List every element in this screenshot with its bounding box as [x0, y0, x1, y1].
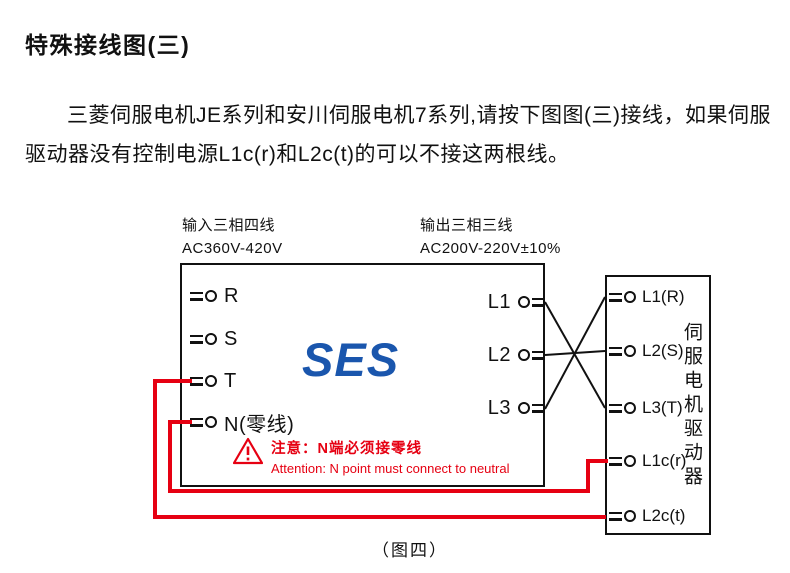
terminal-circle-icon: [518, 296, 530, 308]
servo-driver-box: [605, 275, 711, 535]
body-paragraph: 三菱伺服电机JE系列和安川伺服电机7系列,请按下图图(三)接线，如果伺服驱动器没…: [25, 104, 772, 166]
terminal-circle-icon: [624, 455, 636, 467]
figure-caption: （图四）: [372, 541, 448, 560]
warning-text-en: Attention: N point must connect to neutr…: [271, 461, 510, 476]
terminal-bars-icon: [532, 297, 545, 307]
terminal-bars-icon: [609, 511, 622, 521]
terminal-L1c: L1c(r): [609, 450, 686, 472]
terminal-circle-icon: [205, 333, 217, 345]
terminal-bars-icon: [532, 403, 545, 413]
terminal-N: N(零线): [190, 411, 294, 436]
terminal-label-T: T: [224, 369, 237, 392]
terminal-L3T: L3(T): [609, 397, 683, 419]
terminal-bars-icon: [532, 350, 545, 360]
terminal-L1R: L1(R): [609, 286, 685, 308]
terminal-label-N: N(零线): [224, 413, 295, 436]
terminal-circle-icon: [205, 375, 217, 387]
terminal-L1: L1: [488, 291, 545, 313]
page-title: 特殊接线图(三): [25, 32, 191, 58]
terminal-bars-icon: [609, 346, 622, 356]
input-spec-line2: AC360V-420V: [182, 240, 283, 257]
terminal-label-L3T: L3(T): [642, 398, 683, 417]
terminal-circle-icon: [205, 416, 217, 428]
terminal-label-L3: L3: [487, 396, 511, 419]
output-spec-line2: AC200V-220V±10%: [420, 240, 561, 257]
warning-text: 注意：N端必须接零线 Attention: N point must conne…: [271, 437, 509, 476]
terminal-label-L1: L1: [487, 290, 511, 313]
output-spec-line1: 输出三相三线: [420, 217, 514, 234]
terminal-label-L1c: L1c(r): [642, 451, 687, 470]
wire-l1-to-l3t: [544, 301, 606, 409]
terminal-label-R: R: [224, 284, 239, 307]
terminal-bars-icon: [609, 403, 622, 413]
input-spec-label: 输入三相四线 AC360V-420V: [182, 214, 283, 260]
input-spec-line1: 输入三相四线: [182, 217, 276, 234]
warning-note: 注意：N端必须接零线 Attention: N point must conne…: [233, 437, 509, 476]
terminal-label-S: S: [224, 327, 238, 350]
terminal-circle-icon: [624, 345, 636, 357]
ses-logo: SES: [302, 333, 400, 386]
terminal-circle-icon: [624, 402, 636, 414]
terminal-circle-icon: [205, 290, 217, 302]
terminal-label-L1R: L1(R): [642, 287, 685, 306]
terminal-R: R: [190, 285, 239, 307]
terminal-S: S: [190, 328, 238, 350]
terminal-L3: L3: [488, 397, 545, 419]
terminal-bars-icon: [609, 456, 622, 466]
warning-text-cn: 注意：N端必须接零线: [271, 441, 422, 457]
terminal-label-L2c: L2c(t): [642, 506, 686, 525]
terminal-bars-icon: [190, 334, 203, 344]
output-spec-label: 输出三相三线 AC200V-220V±10%: [420, 214, 561, 260]
terminal-L2: L2: [488, 344, 545, 366]
terminal-bars-icon: [609, 292, 622, 302]
terminal-circle-icon: [624, 510, 636, 522]
terminal-L2c: L2c(t): [609, 505, 685, 527]
warning-triangle-icon: [233, 437, 263, 465]
terminal-circle-icon: [518, 402, 530, 414]
wire-l2-to-l2s: [544, 350, 606, 356]
terminal-circle-icon: [518, 349, 530, 361]
terminal-label-L2: L2: [487, 343, 511, 366]
servo-driver-vertical-label: 伺服电机驱动器: [681, 322, 702, 490]
terminal-L2S: L2(S): [609, 340, 684, 362]
wire-l3-to-l1r: [544, 296, 606, 410]
terminal-bars-icon: [190, 417, 203, 427]
terminal-label-L2S: L2(S): [642, 341, 684, 360]
terminal-bars-icon: [190, 376, 203, 386]
terminal-circle-icon: [624, 291, 636, 303]
terminal-bars-icon: [190, 291, 203, 301]
terminal-T: T: [190, 370, 237, 392]
